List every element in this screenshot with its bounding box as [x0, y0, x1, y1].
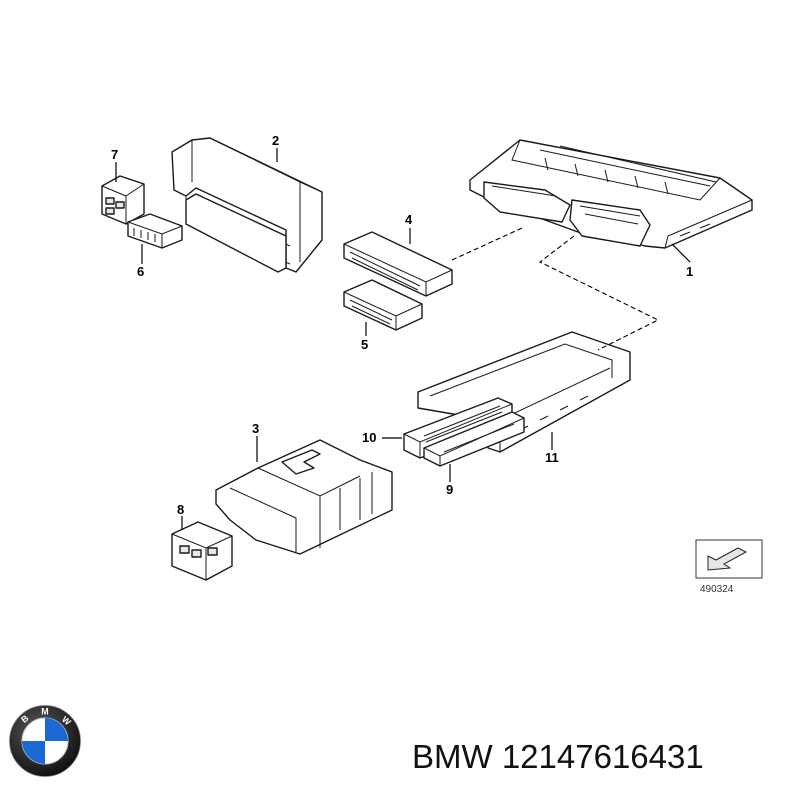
part-6-connector [127, 213, 183, 249]
arrow-icon [707, 547, 748, 571]
caption-brand: BMW [412, 738, 493, 775]
logo-letter-m: M [41, 706, 48, 716]
logo-letter-b: B [19, 713, 30, 725]
callout-9: 9 [446, 482, 453, 497]
callout-5: 5 [361, 337, 368, 352]
reference-box: 490324 [695, 539, 763, 595]
part-8-connector [171, 521, 233, 581]
callout-6: 6 [137, 264, 144, 279]
part-4-connector [343, 231, 453, 297]
caption-part-number: 12147616431 [501, 738, 704, 775]
callout-1: 1 [686, 264, 693, 279]
part-2-housing [171, 137, 323, 273]
part-7-connector [101, 175, 145, 225]
callout-10: 10 [362, 430, 376, 445]
reference-code: 490324 [700, 584, 734, 595]
part-3-cover [215, 439, 393, 555]
callout-2: 2 [272, 133, 279, 148]
callout-4: 4 [405, 212, 413, 227]
part-caption: BMW 12147616431 [412, 738, 704, 776]
callout-7: 7 [111, 147, 118, 162]
part-9-connector [423, 411, 525, 467]
dashed-line-1-to-11 [538, 235, 660, 351]
callout-3: 3 [252, 421, 259, 436]
callout-8: 8 [177, 502, 184, 517]
bmw-roundel-icon: B M W [9, 705, 81, 777]
callout-11: 11 [545, 450, 559, 465]
dashed-line-4-to-1 [451, 227, 523, 261]
part-1-ecu [469, 139, 753, 249]
part-5-connector [343, 279, 423, 331]
